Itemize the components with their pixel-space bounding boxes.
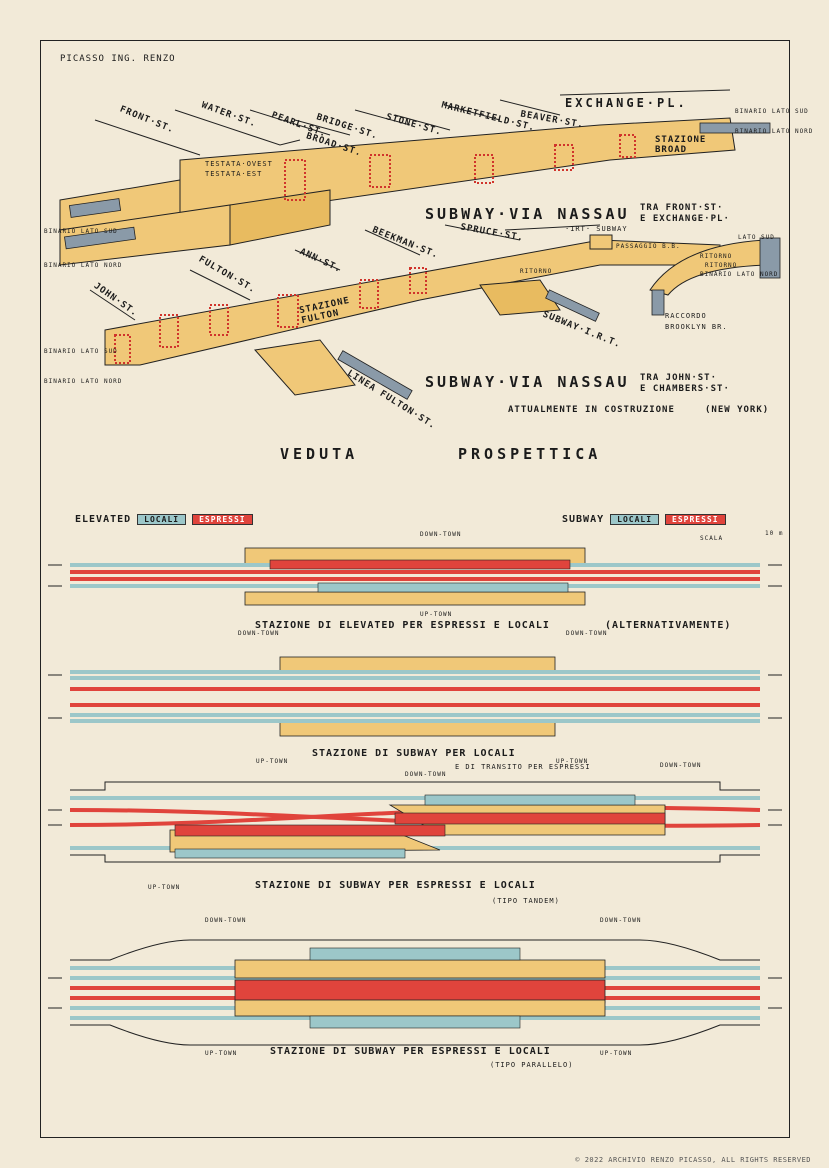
author-credit: PICASSO ING. RENZO (60, 54, 176, 64)
tunnel-fulton-branch (254, 339, 356, 396)
label-raccordo: RACCORDO (665, 312, 707, 320)
legend-scala-value: 10 m (765, 530, 784, 537)
tunnel-lower-body (104, 239, 721, 366)
label-ritorno-3: RITORNO (705, 262, 738, 269)
label-binario-sud-lower: BINARIO LATO SUD (44, 348, 118, 355)
title-lower-sub2: E CHAMBERS·ST· (640, 384, 730, 394)
station-frames-lower (114, 267, 427, 364)
title-lower-sub1: TRA JOHN·ST· (640, 373, 718, 383)
label-passaggio: PASSAGGIO B.B. (616, 243, 681, 250)
train-fulton (337, 350, 413, 400)
plan2-up-town-r: UP-TOWN (556, 758, 589, 765)
train-right (759, 237, 781, 279)
copyright-note: © 2022 ARCHIVIO RENZO PICASSO, ALL RIGHT… (575, 1156, 811, 1164)
street-lines-upper (94, 89, 731, 156)
plan3-down-town-r: DOWN-TOWN (660, 762, 702, 769)
title-upper-sub2: E EXCHANGE·PL· (640, 214, 730, 224)
plan3-up-town: UP-TOWN (148, 884, 181, 891)
legend-elevated: ELEVATED LOCALI ESPRESSI (75, 514, 253, 525)
perspective-lower (89, 224, 781, 400)
tunnel-upper-mid (229, 189, 331, 246)
plan1-down-town: DOWN-TOWN (420, 531, 462, 538)
label-new-york: (NEW YORK) (705, 405, 770, 415)
plan2-down-town-l: DOWN-TOWN (238, 630, 280, 637)
station-frames-upper (284, 134, 636, 201)
passage-box (589, 234, 613, 250)
label-ritorno-1: RITORNO (520, 268, 553, 275)
plan4-down-town-l: DOWN-TOWN (205, 917, 247, 924)
tunnel-irt-branch (479, 279, 561, 316)
train-upper-3 (699, 122, 771, 134)
legend-elevated-locali: LOCALI (137, 514, 187, 525)
legend-subway-espressi: ESPRESSI (665, 514, 726, 525)
label-ritorno-2: RITORNO (700, 253, 733, 260)
label-binario-sud-r: BINARIO LATO SUD (735, 108, 809, 115)
legend-scala: SCALA (700, 535, 724, 542)
plan3-down-town-l: DOWN-TOWN (405, 771, 447, 778)
label-binario-lato-nord-2: BINARIO LATO NORD (700, 271, 779, 278)
legend-elevated-label: ELEVATED (75, 514, 132, 525)
label-binario-nord-l: BINARIO LATO NORD (44, 262, 123, 269)
label-testata-ovest: TESTATA·OVEST (205, 160, 273, 168)
plan2-down-town-r: DOWN-TOWN (566, 630, 608, 637)
heading-veduta: VEDUTA (280, 445, 359, 463)
plan4-caption: STAZIONE DI SUBWAY PER ESPRESSI E LOCALI (270, 1046, 551, 1057)
plan4-down-town-r: DOWN-TOWN (600, 917, 642, 924)
label-binario-sud-l: BINARIO LATO SUD (44, 228, 118, 235)
legend-subway-label: SUBWAY (562, 514, 605, 525)
title-upper-sub3: ·IRT· SUBWAY (565, 225, 628, 233)
plan4-up-town-r: UP-TOWN (600, 1050, 633, 1057)
street-exchange: EXCHANGE·PL. (565, 96, 688, 110)
plan3-caption-note: (TIPO TANDEM) (492, 897, 560, 905)
label-binario-nord-lower: BINARIO LATO NORD (44, 378, 123, 385)
label-stazione-broad: STAZIONE BROAD (655, 135, 707, 155)
train-irt (545, 289, 600, 322)
train-upper-2 (64, 226, 136, 250)
plan2-up-town-l: UP-TOWN (256, 758, 289, 765)
label-lato-sud: LATO SUD (738, 234, 775, 241)
plan-subway-locali (70, 656, 760, 737)
plan-subway-tandem (69, 781, 761, 863)
plan2-caption-note: E DI TRANSITO PER ESPRESSI (455, 763, 591, 771)
plan1-up-town: UP-TOWN (420, 611, 453, 618)
label-brooklyn: BROOKLYN BR. (665, 323, 728, 331)
legend-subway-locali: LOCALI (610, 514, 660, 525)
label-construction: ATTUALMENTE IN COSTRUZIONE (508, 405, 675, 415)
legend-subway: SUBWAY LOCALI ESPRESSI (562, 514, 726, 525)
label-testata-est: TESTATA·EST (205, 170, 263, 178)
plan3-caption: STAZIONE DI SUBWAY PER ESPRESSI E LOCALI (255, 880, 536, 891)
plan-subway-parallelo (70, 939, 760, 1046)
heading-prospettica: PROSPETTICA (458, 445, 602, 463)
label-binario-nord-r: BINARIO LATO NORD (735, 128, 814, 135)
title-upper-sub1: TRA FRONT·ST· (640, 203, 724, 213)
title-upper: SUBWAY·VIA NASSAU (425, 205, 630, 223)
plan-elevated (70, 547, 760, 606)
plan4-up-town-l: UP-TOWN (205, 1050, 238, 1057)
plan2-caption: STAZIONE DI SUBWAY PER LOCALI (312, 748, 516, 759)
title-lower: SUBWAY·VIA NASSAU (425, 373, 630, 391)
legend-elevated-espressi: ESPRESSI (192, 514, 253, 525)
plan4-caption-note: (TIPO PARALLELO) (490, 1061, 574, 1069)
train-brooklyn (651, 289, 665, 316)
street-lines-lower (89, 224, 601, 321)
drawing-frame (40, 40, 790, 1138)
plan1-caption: STAZIONE DI ELEVATED PER ESPRESSI E LOCA… (255, 620, 550, 631)
plan1-caption-note: (ALTERNATIVAMENTE) (605, 620, 732, 631)
direction-arrows (48, 564, 782, 1009)
train-upper-1 (68, 198, 122, 218)
perspective-upper (59, 89, 771, 266)
